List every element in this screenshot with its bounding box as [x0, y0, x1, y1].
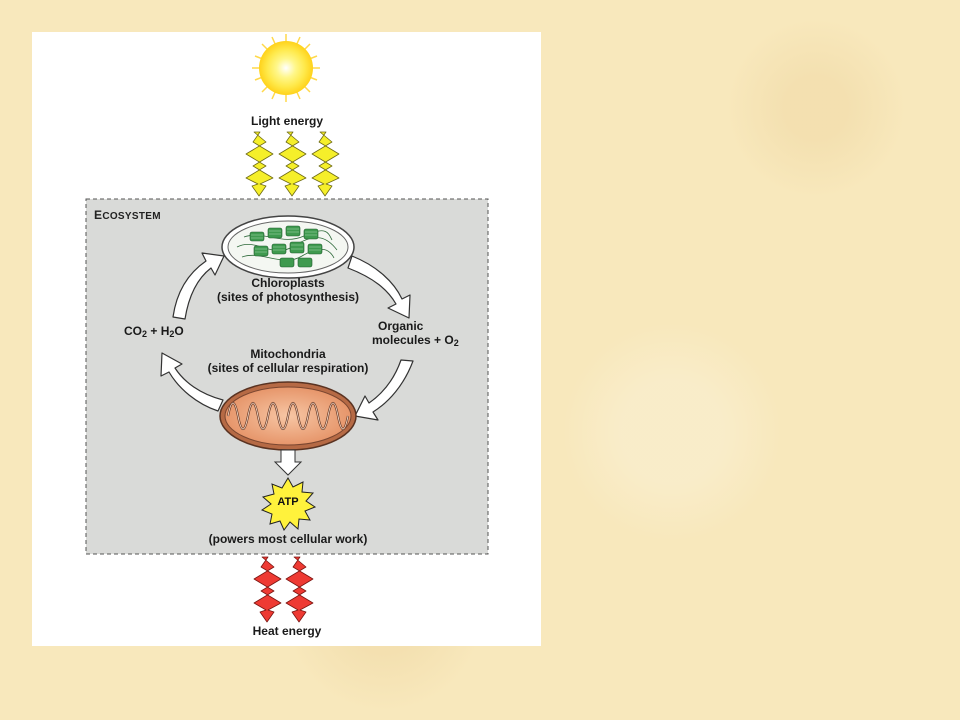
light-bolt-icon [245, 131, 274, 197]
chloroplasts-label: Chloroplasts (sites of photosynthesis) [216, 276, 359, 304]
sun-icon [252, 34, 320, 102]
light-bolt-icon [311, 131, 340, 197]
arrow-to-co2 [160, 352, 224, 412]
heat-bolt-icon [285, 556, 314, 623]
light-bolt-icon [278, 131, 307, 197]
diagram-graphics [85, 34, 489, 623]
mitochondria-icon [219, 381, 357, 451]
organic-molecules-label: Organic molecules + O2 [372, 319, 459, 348]
ecosystem-label: ECOSYSTEM [94, 208, 161, 222]
light-energy-bolts [245, 131, 340, 197]
figure-panel: Light energy ECOSYSTEM Chloroplasts (sit… [32, 32, 541, 646]
chloroplast-icon [221, 215, 355, 279]
mitochondria-label: Mitochondria (sites of cellular respirat… [207, 347, 369, 375]
heat-energy-bolts [253, 556, 314, 623]
heat-bolt-icon [253, 556, 282, 623]
atp-caption: (powers most cellular work) [208, 532, 368, 546]
atp-burst-icon [260, 477, 317, 531]
arrow-to-chloroplast [172, 252, 225, 320]
co2-h2o-label: CO2 + H2O [124, 324, 184, 339]
arrow-to-atp [273, 449, 303, 476]
heat-energy-label: Heat energy [252, 624, 322, 638]
light-energy-label: Light energy [250, 114, 323, 128]
arrow-to-organic [347, 255, 411, 319]
atp-label: ATP [277, 496, 299, 508]
